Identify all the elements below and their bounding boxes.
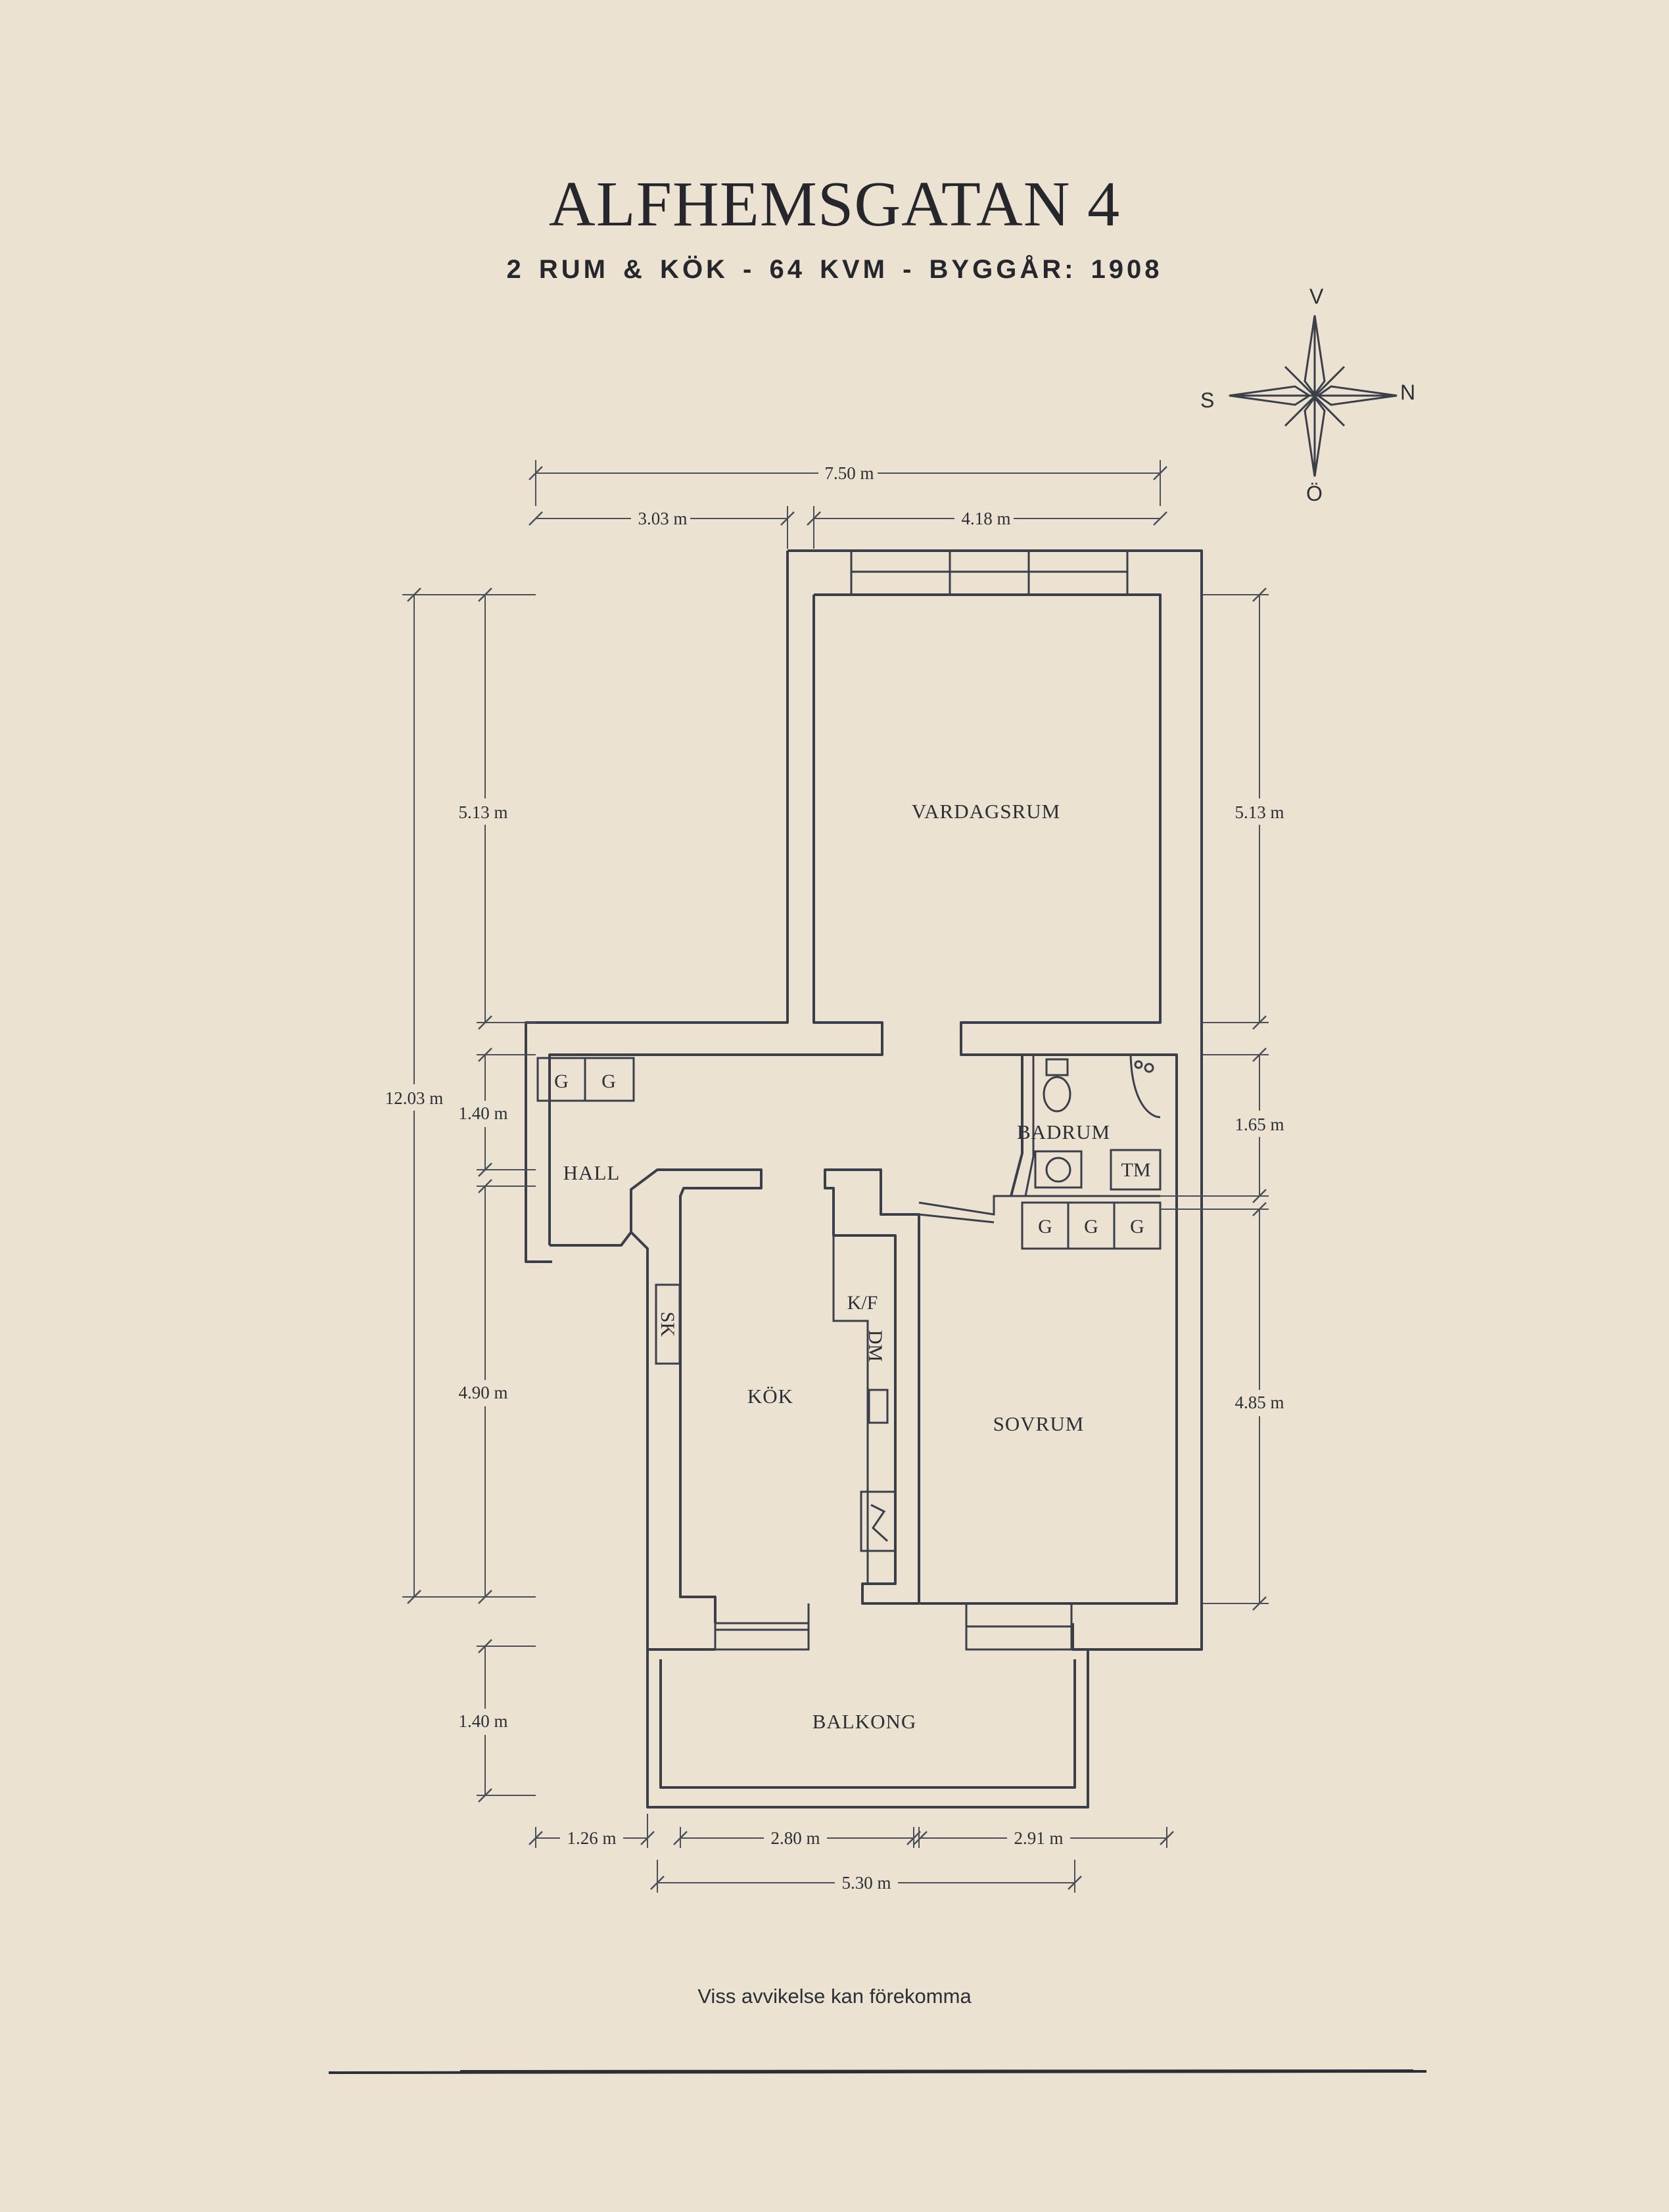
dryer-label: TM <box>1121 1159 1151 1181</box>
footer-rule <box>328 2069 1427 2074</box>
property-summary: 2 RUM & KÖK - 64 KVM - BYGGÅR: 1908 <box>506 255 1163 284</box>
dimension-lines <box>371 460 1288 1895</box>
dim-left-upper: 5.13 m <box>458 802 507 822</box>
compass-rose: V N S Ö <box>1200 285 1415 505</box>
wardrobe-label: G <box>554 1071 569 1092</box>
compass-west-label: V <box>1309 285 1324 308</box>
wardrobe-label: G <box>1038 1216 1052 1237</box>
dim-left-kitchen: 4.90 m <box>458 1383 507 1402</box>
room-label-kitchen: KÖK <box>747 1385 793 1408</box>
room-label-hall: HALL <box>563 1161 621 1184</box>
room-label-bath: BADRUM <box>1017 1120 1110 1143</box>
wardrobe-label: G <box>1130 1216 1144 1237</box>
dim-bottom-balcony: 5.30 m <box>841 1873 891 1893</box>
compass-south-label: S <box>1200 388 1214 412</box>
dim-bottom-left: 1.26 m <box>567 1828 616 1848</box>
dim-bottom-right: 2.91 m <box>1014 1828 1063 1848</box>
dim-bottom-mid: 2.80 m <box>770 1828 820 1848</box>
dim-right-bedroom: 4.85 m <box>1234 1393 1284 1412</box>
compass-east-label: Ö <box>1306 482 1323 505</box>
shoe-cabinet-label: SK <box>657 1312 678 1337</box>
dim-total-width: 7.50 m <box>824 463 874 483</box>
dim-left-hall: 1.40 m <box>458 1103 507 1123</box>
dim-right-bath: 1.65 m <box>1234 1115 1284 1134</box>
walls <box>525 549 1203 1809</box>
dim-total-height: 12.03 m <box>385 1088 444 1108</box>
dim-right-width: 4.18 m <box>961 509 1010 528</box>
dim-right-living: 5.13 m <box>1234 802 1284 822</box>
fridge-label: K/F <box>847 1292 878 1314</box>
room-label-bedroom: SOVRUM <box>993 1412 1085 1435</box>
wardrobe-label: G <box>601 1071 616 1092</box>
disclaimer-text: Viss avvikelse kan förekomma <box>697 1985 972 2008</box>
wardrobe-label: G <box>1084 1216 1098 1237</box>
dim-left-balcony: 1.40 m <box>458 1711 507 1731</box>
dim-left-width: 3.03 m <box>638 509 687 528</box>
dishwasher-label: DM <box>864 1330 886 1362</box>
page-title: ALFHEMSGATAN 4 <box>548 169 1121 240</box>
room-label-living: VARDAGSRUM <box>912 800 1061 823</box>
room-label-balcony: BALKONG <box>812 1710 917 1733</box>
compass-north-label: N <box>1400 380 1415 404</box>
